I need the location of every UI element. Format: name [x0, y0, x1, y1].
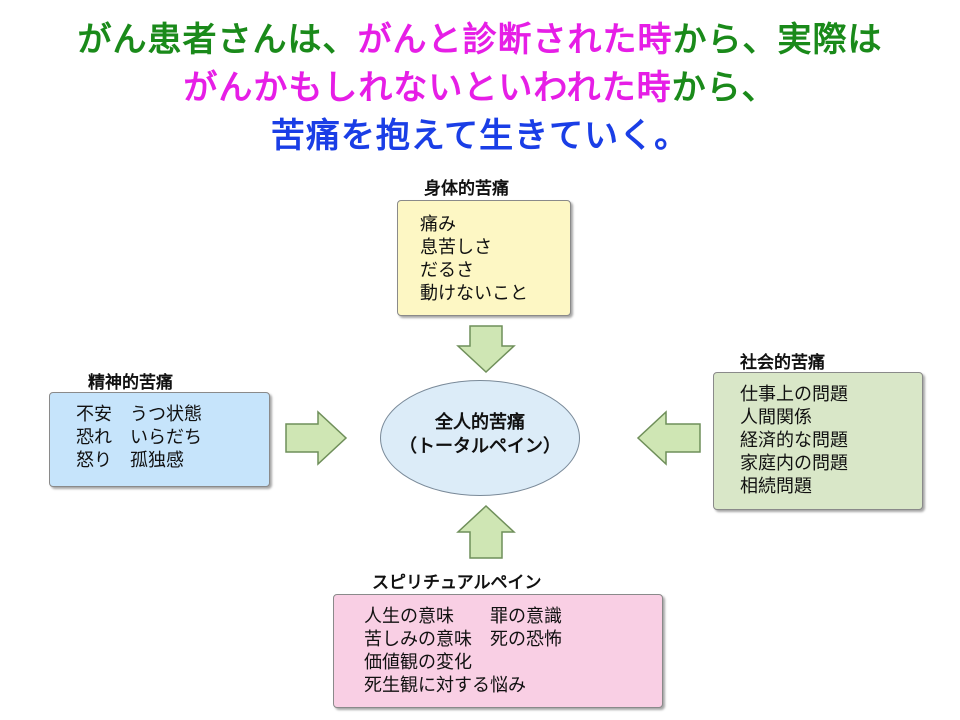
headline-line-1: がん患者さんは、がんと診断された時から、実際は [0, 18, 960, 62]
arrow-right-icon [285, 410, 348, 466]
total-pain-sublabel: （トータルペイン） [399, 436, 561, 457]
social-pain-box: 仕事上の問題 人間関係 経済的な問題 家庭内の問題 相続問題 [713, 372, 923, 510]
physical-pain-box: 痛み 息苦しさ だるさ 動けないこと [397, 200, 571, 316]
headline-segment: 苦痛を抱えて生きていく。 [270, 116, 690, 156]
spiritual-pain-box: 人生の意味 罪の意識 苦しみの意味 死の恐怖 価値観の変化 死生観に対する悩み [333, 594, 663, 708]
arrow-left-icon [636, 410, 701, 466]
spiritual-pain-item: 苦しみの意味 死の恐怖 [364, 629, 562, 650]
arrow-up-icon [456, 504, 516, 559]
physical-pain-title: 身体的苦痛 [424, 179, 509, 199]
social-pain-item: 相続問題 [740, 476, 812, 497]
physical-pain-item: だるさ [420, 260, 474, 281]
mental-pain-box: 不安 うつ状態 恐れ いらだち 怒り 孤独感 [49, 392, 270, 487]
total-pain-ellipse: 全人的苦痛 （トータルペイン） [380, 380, 580, 496]
spiritual-pain-item: 死生観に対する悩み [364, 675, 526, 696]
mental-pain-item: 恐れ いらだち [76, 427, 202, 448]
spiritual-pain-item: 人生の意味 罪の意識 [364, 606, 562, 627]
arrow-down-icon [456, 325, 516, 374]
headline-segment: から、 [671, 68, 777, 108]
mental-pain-item: 不安 うつ状態 [76, 404, 202, 425]
social-pain-title: 社会的苦痛 [740, 353, 825, 373]
physical-pain-item: 痛み [420, 214, 456, 235]
total-pain-label: 全人的苦痛 [435, 412, 525, 433]
social-pain-item: 仕事上の問題 [740, 384, 848, 405]
social-pain-item: 家庭内の問題 [740, 453, 848, 474]
physical-pain-item: 動けないこと [420, 283, 528, 304]
mental-pain-title: 精神的苦痛 [88, 373, 173, 393]
social-pain-item: 経済的な問題 [740, 430, 848, 451]
spiritual-pain-title: スピリチュアルペイン [372, 573, 542, 593]
social-pain-item: 人間関係 [740, 407, 812, 428]
spiritual-pain-item: 価値観の変化 [364, 652, 472, 673]
physical-pain-item: 息苦しさ [420, 237, 492, 258]
mental-pain-item: 怒り 孤独感 [76, 450, 184, 471]
headline-segment: がんかもしれないといわれた時 [183, 68, 672, 108]
headline-segment: がんと診断された時 [357, 20, 673, 60]
headline-line-3: 苦痛を抱えて生きていく。 [0, 114, 960, 158]
headline-segment: から、実際は [672, 20, 883, 60]
headline-line-2: がんかもしれないといわれた時から、 [0, 66, 960, 110]
headline-segment: がん患者さんは、 [77, 20, 358, 60]
